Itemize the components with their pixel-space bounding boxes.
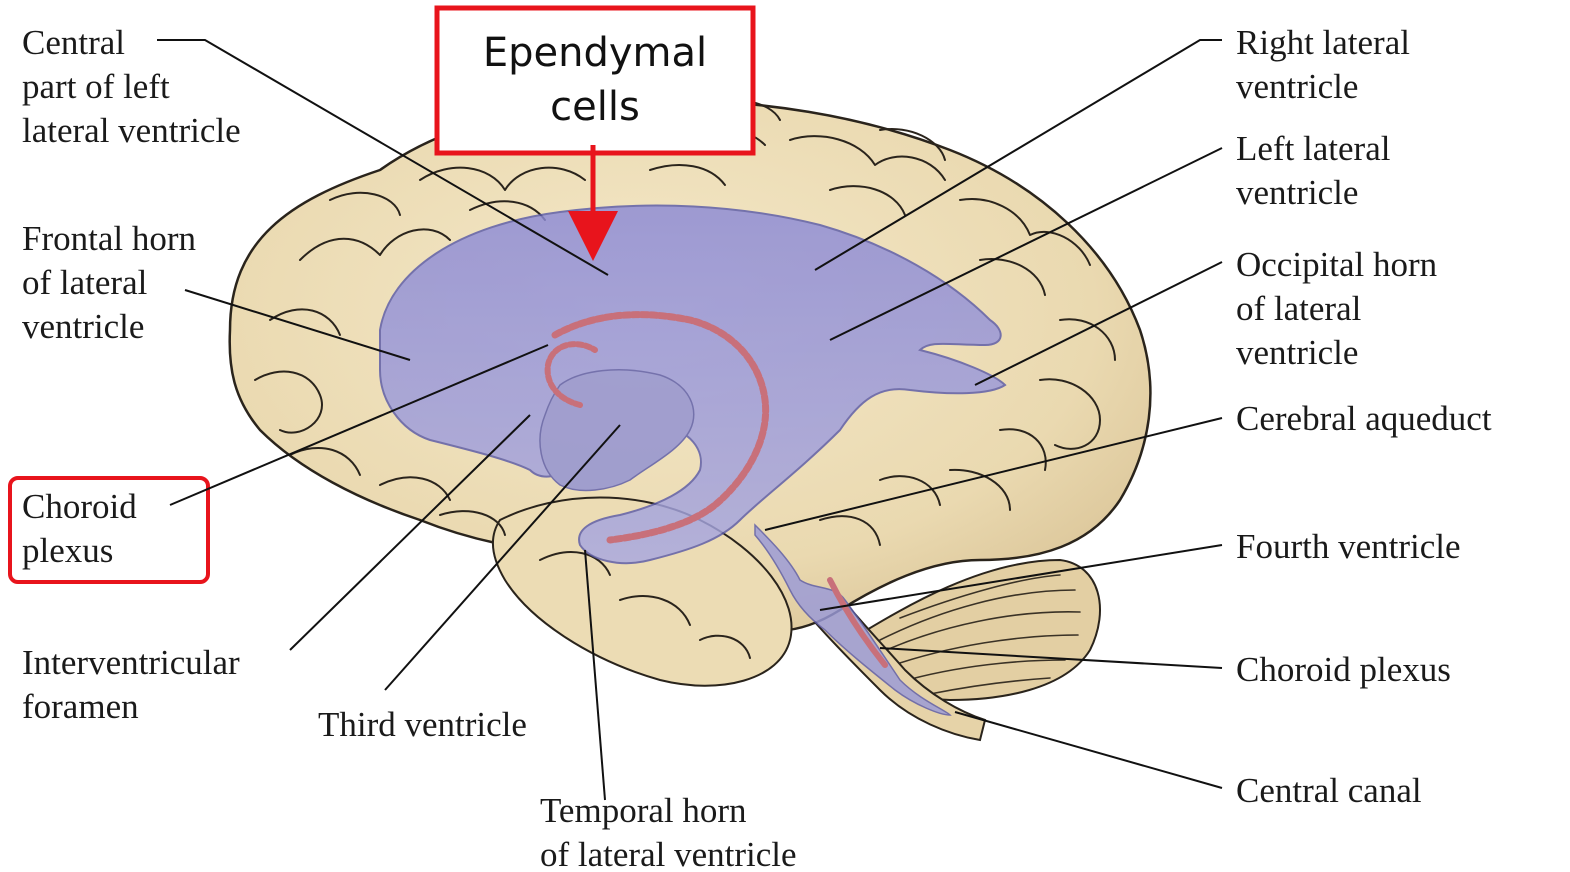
label-fourth-ventricle: Fourth ventricle — [1236, 527, 1461, 566]
label-temporal-horn: Temporal horn of lateral ventricle — [540, 791, 797, 872]
label-left-lateral: Left lateral ventricle — [1236, 129, 1399, 212]
callout-line-1: Ependymal — [483, 30, 707, 76]
label-choroid-plexus-left: Choroid plexus — [22, 487, 145, 570]
label-central-canal: Central canal — [1236, 771, 1422, 810]
label-right-lateral: Right lateral ventricle — [1236, 23, 1419, 106]
label-choroid-plexus-right: Choroid plexus — [1236, 650, 1451, 689]
label-frontal-horn: Frontal horn of lateral ventricle — [22, 219, 205, 346]
callout-line-2: cells — [550, 84, 640, 130]
label-cerebral-aqueduct: Cerebral aqueduct — [1236, 399, 1492, 438]
label-interventricular-foramen: Interventricular foramen — [22, 643, 248, 726]
right-labels: Right lateral ventricle Left lateral ven… — [1236, 23, 1492, 810]
label-occipital-horn: Occipital horn of lateral ventricle — [1236, 245, 1446, 372]
label-third-ventricle: Third ventricle — [318, 705, 527, 744]
